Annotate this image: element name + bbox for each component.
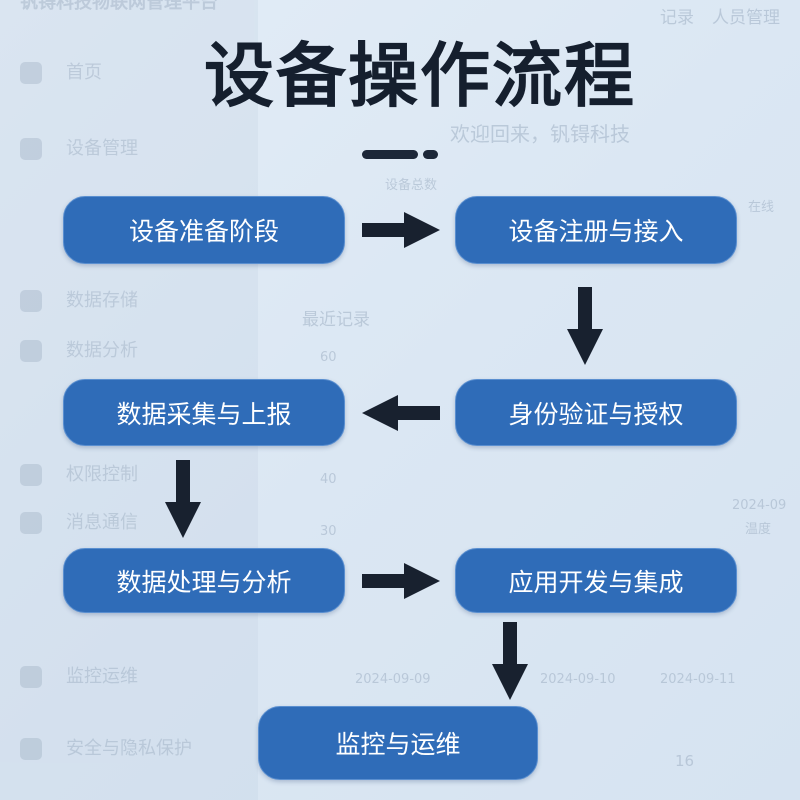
title-underline-dot <box>423 150 438 159</box>
arrow-down-icon <box>567 287 603 365</box>
chat-icon <box>20 512 42 534</box>
step-device-register: 设备注册与接入 <box>455 196 737 264</box>
step-device-prep: 设备准备阶段 <box>63 196 345 264</box>
sidebar-item-devices: 设备管理 <box>20 138 138 160</box>
sidebar-item-messages: 消息通信 <box>20 512 138 534</box>
axis-date: 2024-09-09 <box>355 672 431 687</box>
step-data-process: 数据处理与分析 <box>63 548 345 613</box>
sidebar-item-monitoring: 监控运维 <box>20 666 138 688</box>
diagram-title: 设备操作流程 <box>204 35 636 117</box>
arrow-down-icon <box>165 460 201 538</box>
arrow-left-icon <box>362 395 440 431</box>
nav-tab-records: 记录 <box>660 8 694 28</box>
arrow-right-icon <box>362 212 440 248</box>
step-app-dev: 应用开发与集成 <box>455 548 737 613</box>
tooltip-date: 2024-09 <box>732 498 787 513</box>
step-data-collect: 数据采集与上报 <box>63 379 345 446</box>
monitor-icon <box>20 666 42 688</box>
step-monitoring: 监控与运维 <box>258 706 538 780</box>
sidebar-item-home: 首页 <box>20 62 102 84</box>
axis-tick: 30 <box>320 524 337 539</box>
axis-date: 2024-09-10 <box>540 672 616 687</box>
shield-icon <box>20 738 42 760</box>
storage-icon <box>20 290 42 312</box>
users-icon <box>20 464 42 486</box>
nav-tab-personnel: 人员管理 <box>712 8 780 28</box>
stat-label-online: 在线 <box>748 200 775 215</box>
sidebar-item-storage: 数据存储 <box>20 290 138 312</box>
sidebar-item-security: 安全与隐私保护 <box>20 738 192 760</box>
sidebar-title: 钒锝科技物联网管理平台 <box>20 0 218 13</box>
axis-tick: 60 <box>320 350 337 365</box>
stat-value: 16 <box>675 752 695 770</box>
axis-tick: 40 <box>320 472 337 487</box>
sidebar-item-analysis: 数据分析 <box>20 340 138 362</box>
home-icon <box>20 62 42 84</box>
welcome-text: 欢迎回来，钒锝科技 <box>450 122 630 146</box>
recent-heading: 最近记录 <box>302 310 370 330</box>
stat-label: 设备总数 <box>385 178 438 193</box>
axis-date: 2024-09-11 <box>660 672 736 687</box>
pie-chart-icon <box>20 340 42 362</box>
device-icon <box>20 138 42 160</box>
sidebar-item-permissions: 权限控制 <box>20 464 138 486</box>
tooltip-label: 温度 <box>745 522 772 537</box>
title-underline <box>362 150 418 159</box>
arrow-down-icon <box>492 622 528 700</box>
step-auth: 身份验证与授权 <box>455 379 737 446</box>
arrow-right-icon <box>362 563 440 599</box>
